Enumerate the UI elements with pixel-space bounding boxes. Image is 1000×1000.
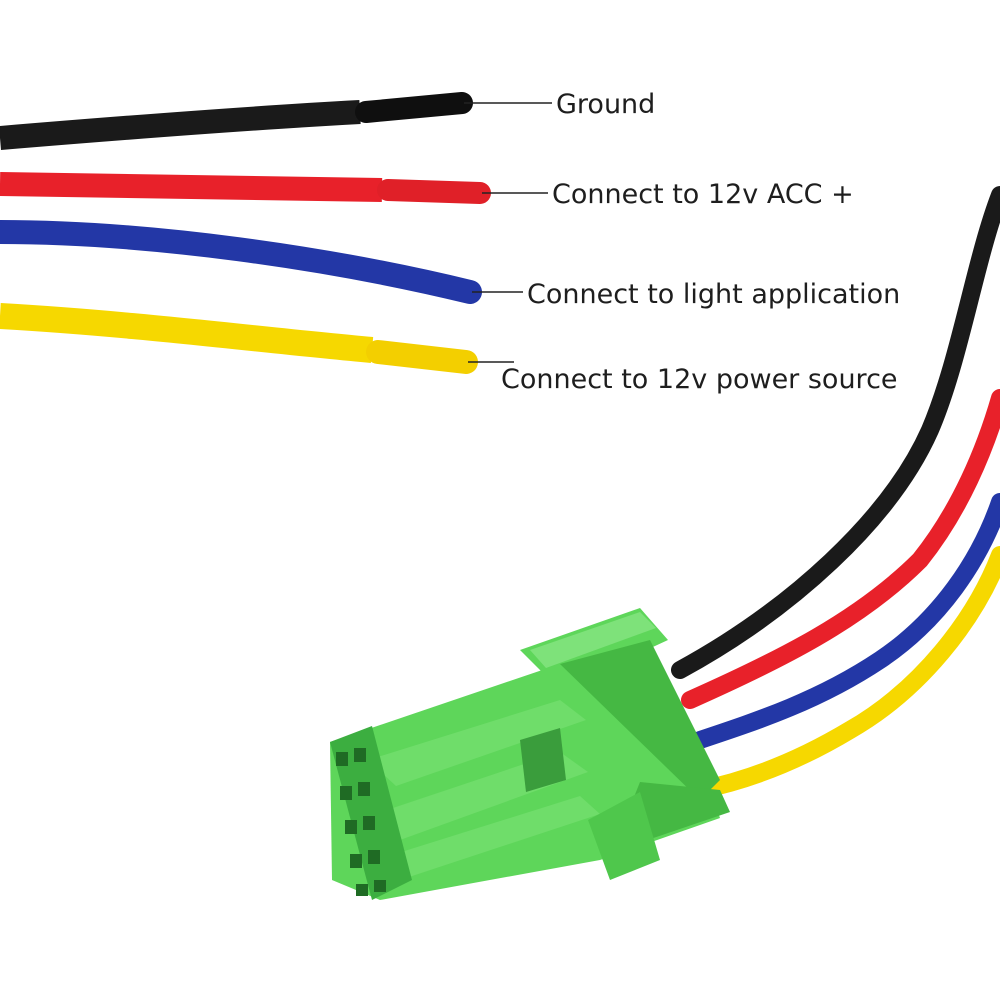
label-leader-lines [464,102,552,363]
acc-wire-tip [377,179,491,204]
loose-wire-ends [0,92,491,374]
light-wire [0,220,482,304]
harness-power-wire [691,546,1000,799]
power-label: Connect to 12v power source [501,364,898,395]
power-wire-tip [366,340,478,374]
acc-label: Connect to 12v ACC + [552,179,854,210]
light-label: Connect to light application [527,279,901,310]
green-connector [330,608,730,900]
harness-wires [671,186,1000,799]
harness-light-wire [691,493,1000,749]
power-wire [0,303,374,363]
connector-sockets [336,748,386,896]
ground-label: Ground [556,89,656,120]
acc-wire [0,172,383,202]
harness-acc-wire [681,389,1000,709]
ground-wire-tip [355,92,473,123]
ground-wire [0,100,361,150]
harness-ground-wire [671,186,1000,679]
